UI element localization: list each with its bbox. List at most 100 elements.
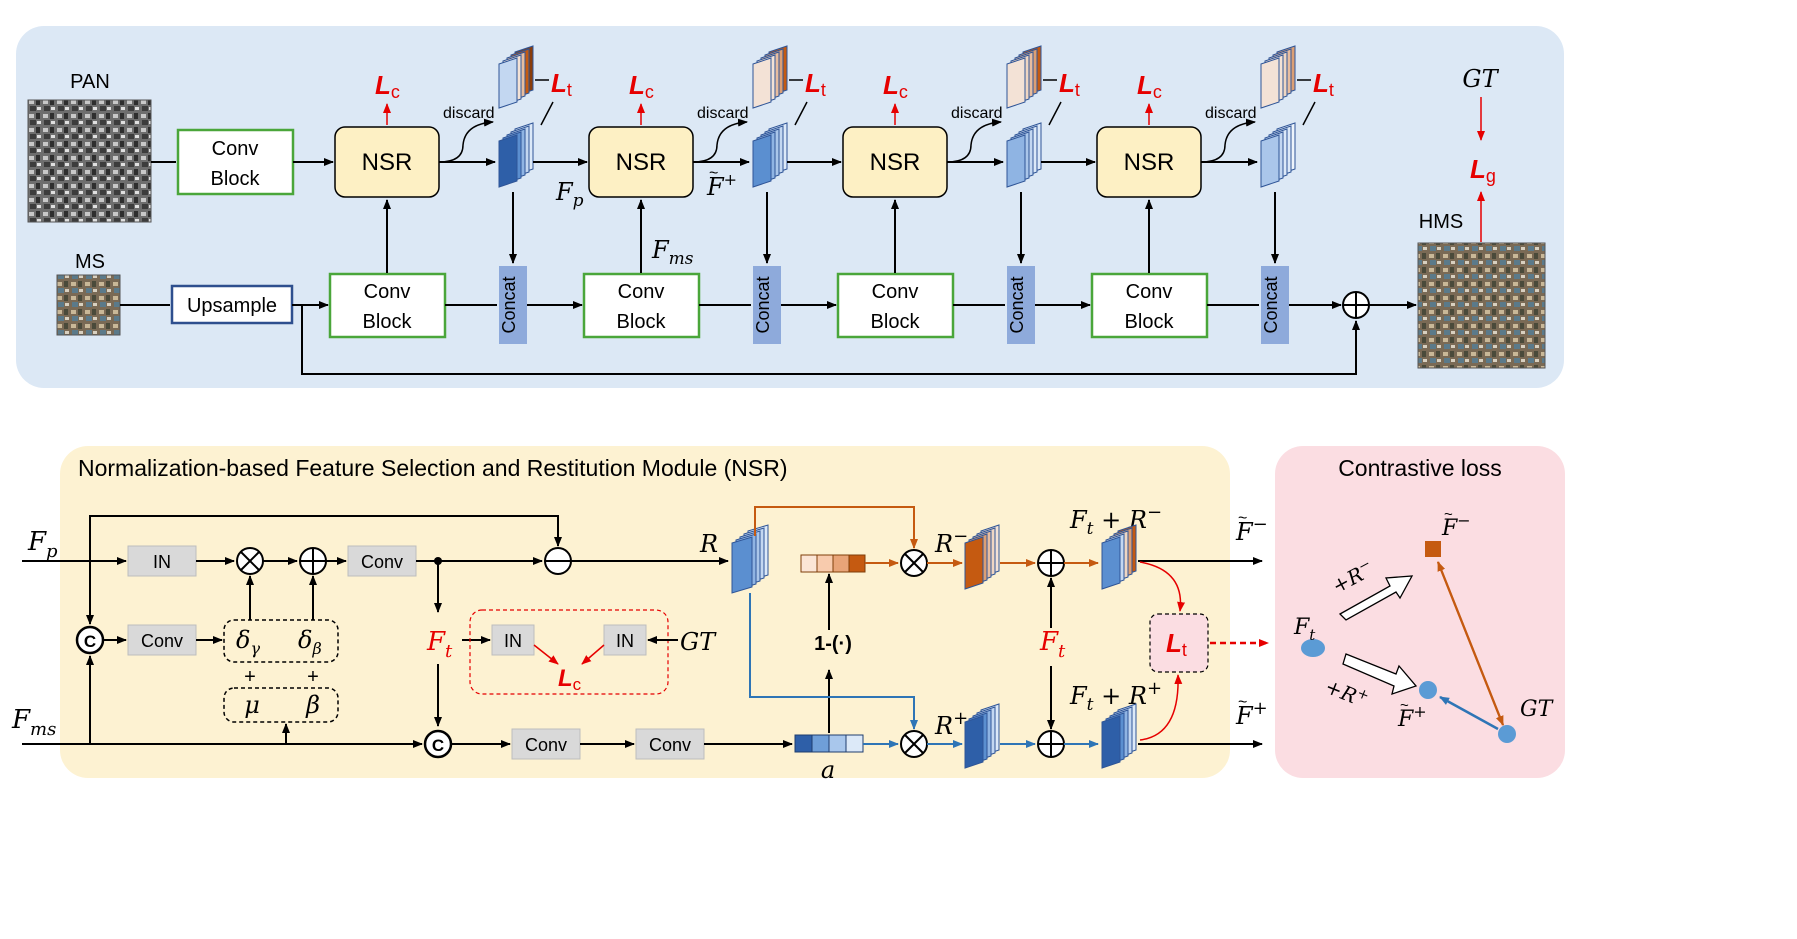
in-block-2: IN bbox=[491, 624, 535, 656]
discarded-stack-2 bbox=[752, 45, 788, 109]
ft-r-plus-feature-stack bbox=[1101, 703, 1137, 769]
gt-point bbox=[1498, 725, 1516, 743]
svg-text:C: C bbox=[432, 736, 444, 755]
plus-sign-2: + bbox=[307, 666, 319, 688]
pan-conv-block: Conv Block bbox=[176, 128, 295, 196]
nsr-title: Normalization-based Feature Selection an… bbox=[78, 455, 788, 481]
svg-text:Conv: Conv bbox=[1126, 281, 1173, 303]
fms-label: Fms bbox=[651, 236, 694, 269]
delta-gamma: δγ bbox=[236, 626, 260, 658]
svg-text:~: ~ bbox=[1444, 506, 1453, 523]
svg-text:~: ~ bbox=[709, 165, 718, 182]
concat-block-3: Concat bbox=[1007, 266, 1035, 344]
multiply-node-rplus bbox=[900, 730, 928, 758]
ft-point bbox=[1301, 639, 1325, 657]
svg-text:C: C bbox=[84, 632, 96, 651]
discard-label-1: discard bbox=[443, 105, 495, 122]
discard-label-2: discard bbox=[697, 105, 749, 122]
svg-text:F+: F+ bbox=[1397, 702, 1427, 732]
svg-text:IN: IN bbox=[153, 552, 171, 572]
conv-block-c: Conv bbox=[511, 728, 581, 760]
in-block-3: IN bbox=[603, 624, 647, 656]
loss-t-4: Lt bbox=[1313, 68, 1334, 100]
f-plus-label: F+ ~ bbox=[1397, 697, 1427, 732]
svg-text:NSR: NSR bbox=[870, 149, 921, 176]
svg-text:Conv: Conv bbox=[364, 281, 411, 303]
svg-text:Conv: Conv bbox=[361, 552, 403, 572]
add-node-1 bbox=[299, 547, 327, 575]
discard-label-4: discard bbox=[1205, 105, 1257, 122]
lt-loss: Lt bbox=[1166, 628, 1187, 660]
svg-text:Conv: Conv bbox=[141, 631, 183, 651]
nsr-panel bbox=[60, 446, 1230, 778]
svg-text:Concat: Concat bbox=[753, 276, 773, 333]
loss-c-2: Lc bbox=[629, 70, 654, 102]
feature-stack-3 bbox=[1006, 122, 1042, 188]
nsr-block-3: NSR bbox=[842, 126, 948, 198]
loss-c-1: Lc bbox=[375, 70, 400, 102]
fp-label: Fp bbox=[555, 178, 584, 211]
svg-text:F+: F+ bbox=[706, 170, 737, 201]
contrastive-panel bbox=[1275, 446, 1565, 778]
svg-text:Conv: Conv bbox=[649, 735, 691, 755]
svg-text:~: ~ bbox=[1238, 510, 1247, 527]
r-plus-label: R+ bbox=[934, 708, 968, 740]
discarded-stack-1 bbox=[498, 45, 534, 109]
conv-block-d: Conv bbox=[635, 728, 705, 760]
svg-text:~: ~ bbox=[1238, 694, 1247, 711]
ms-image bbox=[56, 274, 121, 336]
ms-label: MS bbox=[75, 251, 105, 273]
subtract-node bbox=[544, 547, 572, 575]
out-f-plus-label: F+ ~ bbox=[1235, 694, 1268, 730]
contrastive-title: Contrastive loss bbox=[1338, 455, 1502, 481]
svg-text:Conv: Conv bbox=[618, 281, 665, 303]
ft-r-plus-label: Ft + R+ bbox=[1069, 678, 1162, 715]
r-minus-feature-stack bbox=[964, 524, 1000, 590]
svg-text:Block: Block bbox=[871, 311, 921, 333]
upsample-block: Upsample bbox=[170, 284, 294, 325]
svg-text:Conv: Conv bbox=[525, 735, 567, 755]
nsr-ft-right: Ft bbox=[1039, 627, 1066, 662]
plus-r-plus-arrow bbox=[1342, 653, 1418, 695]
svg-text:Block: Block bbox=[211, 168, 261, 190]
svg-text:IN: IN bbox=[616, 631, 634, 651]
nsr-fms-label: Fms bbox=[11, 705, 56, 740]
add-node-rminus bbox=[1037, 549, 1065, 577]
nsr-block-1: NSR bbox=[334, 126, 440, 198]
one-minus-op: 1-(·) bbox=[814, 633, 852, 655]
mu-beta-box bbox=[223, 687, 339, 723]
add-node-rplus bbox=[1037, 730, 1065, 758]
svg-text:Upsample: Upsample bbox=[187, 295, 277, 317]
ft-r-plus-sheets bbox=[1101, 703, 1137, 769]
nsr-fp-label: Fp bbox=[27, 527, 58, 562]
svg-text:Block: Block bbox=[617, 311, 667, 333]
loss-c-4: Lc bbox=[1137, 70, 1162, 102]
concat-block-1: Concat bbox=[499, 266, 527, 344]
plus-sign-1: + bbox=[244, 666, 256, 688]
final-add-node bbox=[1342, 291, 1370, 319]
contrastive-ft-label: Ft bbox=[1293, 615, 1316, 644]
r-feature-stack bbox=[731, 524, 769, 594]
plus-r-minus-arrow bbox=[1338, 575, 1414, 621]
svg-text:Concat: Concat bbox=[1261, 276, 1281, 333]
multiply-node-1 bbox=[236, 547, 264, 575]
svg-text:F+: F+ bbox=[1235, 698, 1268, 730]
conv-block-a: Conv bbox=[347, 545, 417, 577]
hms-image bbox=[1417, 242, 1546, 369]
svg-text:Block: Block bbox=[1125, 311, 1175, 333]
conv-block-b: Conv bbox=[127, 624, 197, 656]
f-minus-label: F− ~ bbox=[1441, 506, 1471, 541]
loss-t-1: Lt bbox=[551, 68, 572, 100]
concat-node-2: C bbox=[423, 729, 453, 759]
f-plus-point bbox=[1419, 681, 1437, 699]
stages: NSRLcConvBlockdiscardLtConcatNSRLcConvBl… bbox=[328, 45, 1342, 344]
concat-node-1: C bbox=[75, 625, 105, 655]
attention-vector-a bbox=[794, 734, 864, 753]
